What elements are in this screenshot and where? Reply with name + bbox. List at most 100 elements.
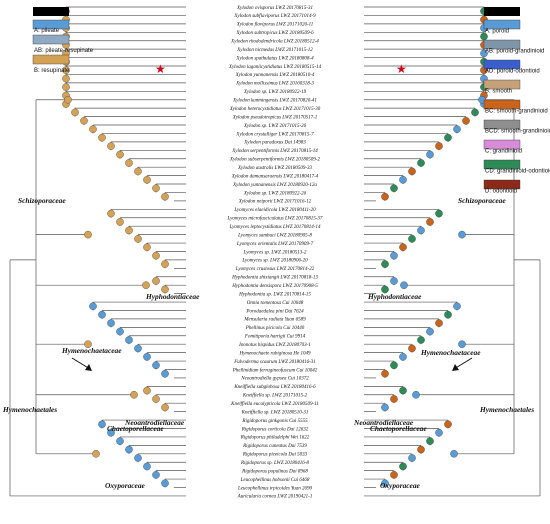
ancestral-state-pie xyxy=(62,74,70,83)
taxon-label: Xylodon laganiicystidiatus LWZ 20180515-… xyxy=(228,65,322,70)
ancestral-state-pie xyxy=(62,83,70,91)
ancestral-state-pie xyxy=(143,462,151,471)
ancestral-state-pie xyxy=(161,285,169,294)
ancestral-state-pie xyxy=(89,302,97,311)
ancestral-state-pie xyxy=(417,159,425,167)
ancestral-state-pie xyxy=(417,445,425,454)
taxon-label: Fomitiporia hartigii Cui 9914 xyxy=(244,335,306,340)
legend-right-label: AD: poroid-odontioid xyxy=(485,69,540,75)
ancestral-state-pie xyxy=(417,226,425,235)
legend-right-swatch xyxy=(483,119,521,130)
star-markers: ★ ★ xyxy=(155,62,407,76)
taxon-label: Kneiffiella subglobosa LWZ 20180416-6 xyxy=(233,385,316,390)
legend-right-label: CD: grandinioid-odontioid xyxy=(485,169,550,175)
ancestral-state-pie xyxy=(143,386,151,395)
star-icon-left: ★ xyxy=(155,62,166,76)
taxon-label: Kneiffiella sp. LWZ 20171015-2 xyxy=(242,394,308,399)
legend-right-swatch xyxy=(483,59,521,70)
taxon-label: Auricularia cornea LWZ 20190421-1 xyxy=(237,495,313,500)
taxon-label: Porodaedalea pini Dai 7624 xyxy=(245,309,304,314)
taxon-label: Xylodon sp. LWZ 20180922-26 xyxy=(243,191,307,196)
ancestral-state-pie xyxy=(161,369,169,378)
family-chaetoporellaceae-left: Chaetoporellaceae xyxy=(107,424,164,433)
ancestral-state-pie xyxy=(417,336,425,344)
ancestral-state-pie xyxy=(134,454,142,462)
taxon-label: Xylodon neiporii LWZ 20171016-12 xyxy=(238,200,312,205)
legend-right-label: BC: smooth-grandinioid xyxy=(485,109,548,115)
ancestral-state-pie xyxy=(426,150,434,159)
legend-right-swatch xyxy=(483,179,521,190)
taxon-label: Lyomyces elaeidicola LWZ 20180411-20 xyxy=(233,208,316,213)
taxon-label: Xylodon paradoxus Dai 14983 xyxy=(243,141,306,146)
taxon-label: Rigidoporus piceicola Dai 5033 xyxy=(242,453,308,458)
star-icon-right: ★ xyxy=(396,62,407,76)
ancestral-state-pie xyxy=(381,192,389,201)
ancestral-state-pie xyxy=(125,226,133,235)
taxon-label: Rigidoporus populinus Dai 8968 xyxy=(241,469,308,474)
ancestral-state-pie xyxy=(435,428,443,437)
taxon-label: Xylodon serpentiformis LWZ 20170815-14 xyxy=(231,149,318,154)
taxon-label: Rigidoporus philadelphi Wei 1622 xyxy=(240,436,310,441)
ancestral-state-pie xyxy=(390,471,398,479)
arrowhead-icon-right xyxy=(452,364,459,371)
taxon-label: Hyphodontia densispora LWZ 20170908-5 xyxy=(231,284,318,289)
ancestral-state-pie xyxy=(390,251,398,260)
ancestral-state-pie xyxy=(161,260,169,268)
ancestral-state-pie xyxy=(161,403,169,412)
ancestral-state-pie xyxy=(84,340,92,348)
family-chaetoporellaceae-right: Chaetoporellaceae xyxy=(370,424,427,433)
ancestral-state-pie xyxy=(453,302,461,311)
ancestral-state-pie xyxy=(92,450,100,458)
taxon-label: Lyomyces leptocystidiatus LWZ 20170814-1… xyxy=(229,225,321,230)
ancestral-state-pie xyxy=(142,281,150,289)
taxon-label: Xylodon sp. LWZ 20180922-19 xyxy=(243,90,307,95)
ancestral-state-pie xyxy=(152,395,160,403)
legend-right-label: C: grandinioid xyxy=(485,149,522,155)
legend-right-swatch xyxy=(483,99,521,110)
ancestral-state-pie xyxy=(89,125,97,134)
taxon-label: Xylodon yunnanensis LWZ 20180920-12a xyxy=(232,183,317,188)
taxon-label: Leucophellinus irpicoides Yuan 2690 xyxy=(237,486,313,491)
ancestral-state-pie xyxy=(450,450,458,458)
taxon-label: Xylodon nicmedas LWZ 20171015-12 xyxy=(236,48,313,53)
ancestral-state-pie xyxy=(408,454,416,462)
ancestral-state-pie xyxy=(125,159,133,167)
taxon-label: Xylodon subserpentiformis LWZ 20180509-2 xyxy=(229,158,320,163)
taxon-label: Phellinidium ferrugineofuscum Cui 10042 xyxy=(232,368,318,373)
ancestral-state-pie xyxy=(426,218,434,226)
taxon-label: Xylodon mollissimus LWZ 20160318-3 xyxy=(235,82,314,87)
taxon-label: Xylodon heterocystidiatus LWZ 20171015-3… xyxy=(229,107,321,112)
taxon-label: Lyomyces microfasciculatus LWZ 20170815-… xyxy=(227,217,323,222)
ancestral-state-pie xyxy=(390,184,398,193)
family-hyphodontiaceae-right: Hyphodontiaceae xyxy=(367,292,422,301)
ancestral-state-pie xyxy=(98,310,106,319)
taxon-label: Xylodon subflaviporus LWZ 20171014-9 xyxy=(233,14,316,19)
ancestral-state-pie xyxy=(408,167,416,176)
ancestral-state-pie xyxy=(478,95,486,104)
taxon-label: Xylodon australis LWZ 20180509-33 xyxy=(237,166,313,171)
ancestral-state-pie xyxy=(408,344,416,353)
ancestral-state-pie xyxy=(399,386,407,395)
taxon-label: Lyomyces sambuci LWZ 20180905-8 xyxy=(237,233,312,238)
taxon-label: Lyomyces sp. LWZ 20180513-2 xyxy=(243,250,307,255)
ancestral-state-pie xyxy=(399,353,407,361)
ancestral-state-pie xyxy=(399,176,407,184)
family-oxyporaceae-right: Oxyporaceae xyxy=(380,481,421,490)
ancestral-state-pie xyxy=(444,420,452,429)
ancestral-state-pie xyxy=(134,344,142,353)
taxon-label: Xylodon sp. LWZ 20171015-26 xyxy=(243,124,307,129)
ancestral-state-pie xyxy=(462,117,470,125)
legend-swatch-black xyxy=(33,7,69,16)
ancestral-state-pie xyxy=(161,192,169,201)
taxon-label: Hymenochaete rubiginosa He 1049 xyxy=(239,351,311,356)
ancestral-state-pie xyxy=(152,251,160,260)
taxon-label: Xylodon pseudotropicus LWZ 20170517-1 xyxy=(232,115,318,120)
ancestral-state-pie xyxy=(480,49,488,58)
ancestral-state-pie xyxy=(134,167,142,176)
ancestral-state-pie xyxy=(435,319,443,327)
ancestral-state-pie xyxy=(435,209,443,218)
legend-left-swatch-b xyxy=(32,54,70,65)
legend-left-label-a: A: pileate xyxy=(34,28,60,34)
legend-left: A: pileate AB: pileate-resupinate B: res… xyxy=(32,7,94,74)
